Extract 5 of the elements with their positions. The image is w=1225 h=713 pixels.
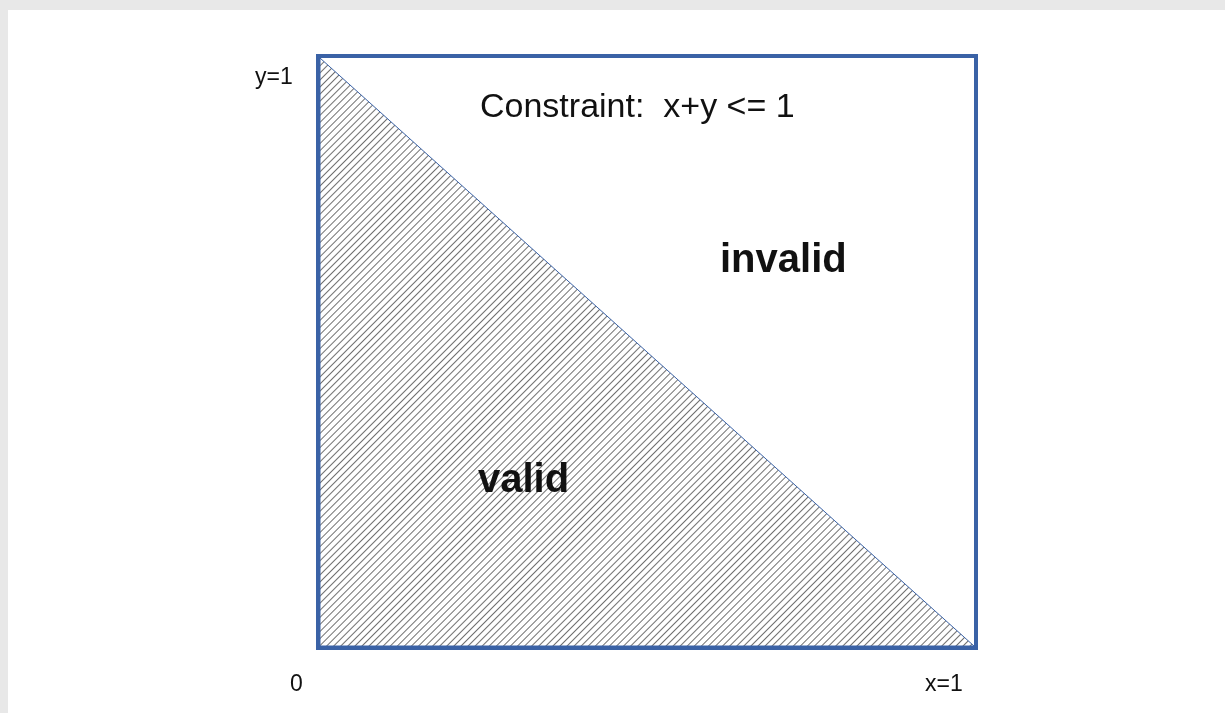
axis-label: 0 xyxy=(290,672,303,695)
axis-label: y=1 xyxy=(255,65,293,88)
axis-label: x=1 xyxy=(925,672,963,695)
constraint-text: Constraint: x+y <= 1 xyxy=(480,88,795,122)
region-label: invalid xyxy=(720,238,847,278)
